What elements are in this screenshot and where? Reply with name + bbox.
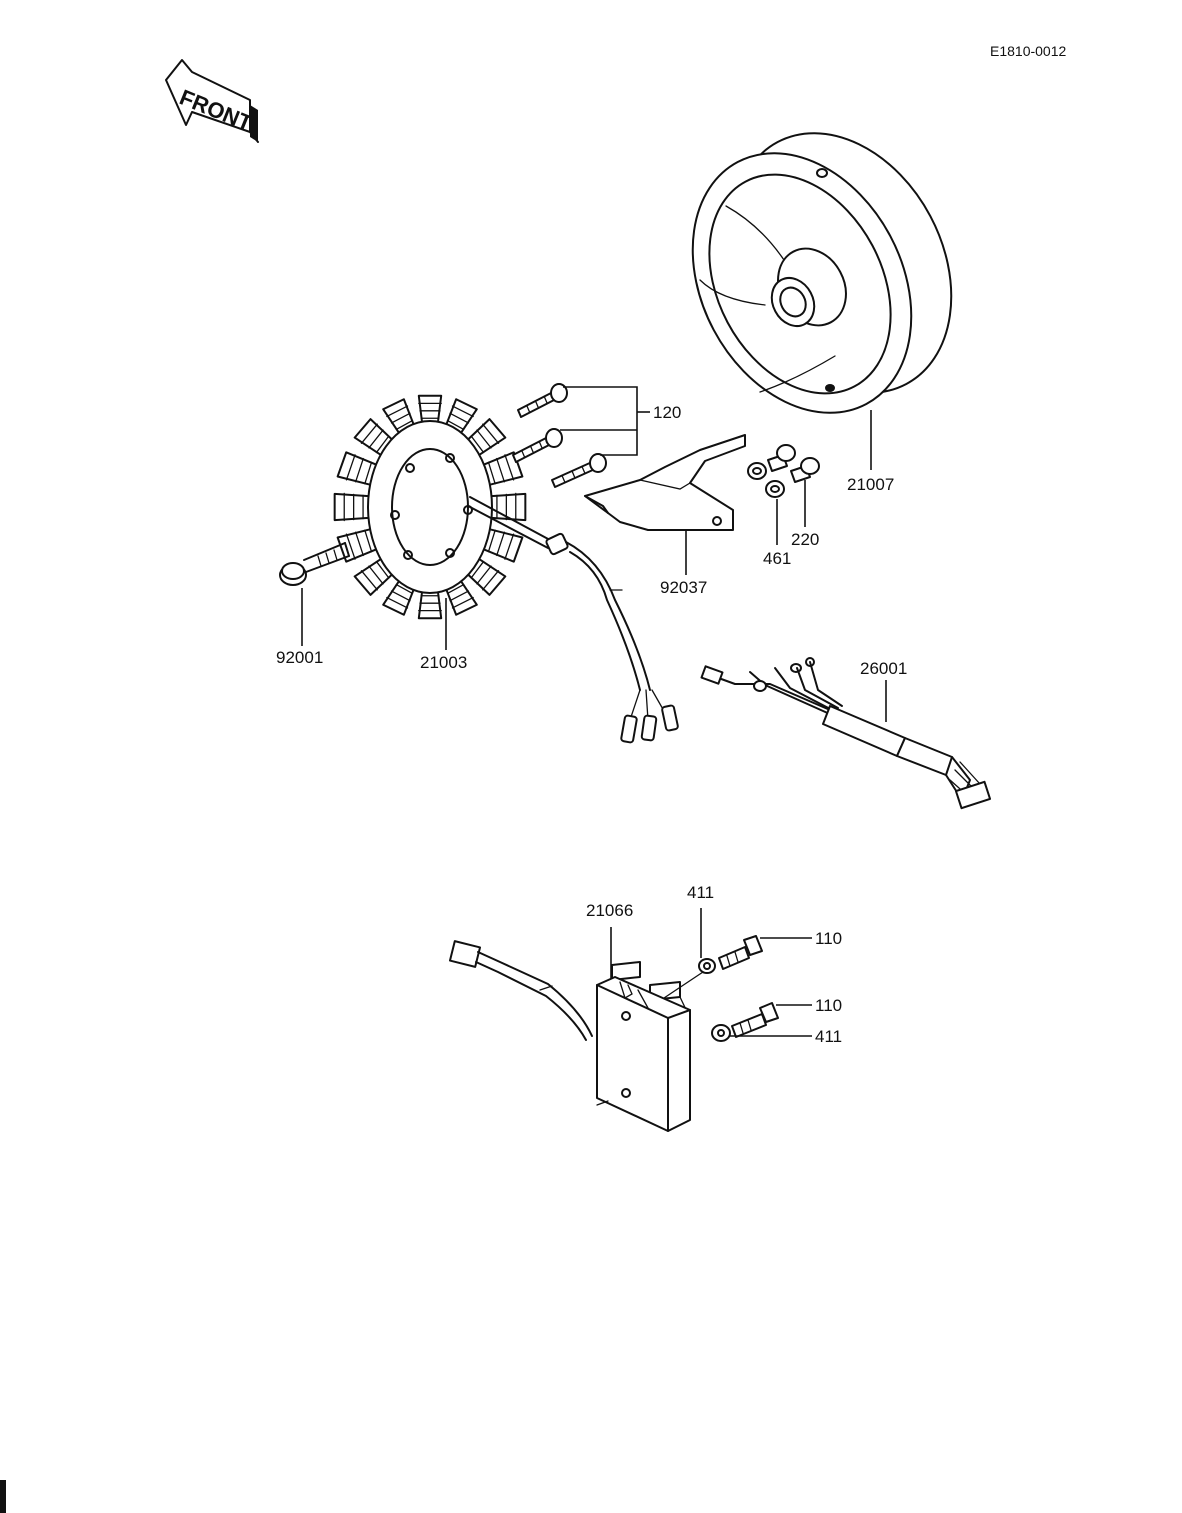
regulator-rectifier [596, 961, 691, 1132]
bolt [731, 1002, 779, 1038]
callout-washer-top: 411 [687, 883, 714, 902]
callout-stator-bolts: 120 [653, 403, 681, 422]
callout-rotor: 21007 [847, 475, 894, 494]
callout-bolt: 92001 [276, 648, 323, 667]
stator-lead-wire [469, 496, 679, 744]
callout-stator: 21003 [420, 653, 467, 672]
callout-regulator: 21066 [586, 901, 633, 920]
wire-clamp-plate [584, 434, 746, 531]
stator-mount-bolt [279, 542, 350, 586]
callout-washer: 461 [763, 549, 791, 568]
callout-bolt-top: 110 [815, 929, 842, 948]
screw [767, 444, 820, 483]
washer [698, 958, 716, 974]
washer [747, 462, 785, 498]
rotor-flywheel [691, 132, 953, 414]
callout-bolt-lower: 110 [815, 996, 842, 1015]
scan-edge-mark [0, 1480, 6, 1513]
callout-washer-lower: 411 [815, 1027, 842, 1046]
callout-screw: 220 [791, 530, 819, 549]
stator-coil [333, 394, 527, 620]
front-arrow-icon: FRONT [165, 59, 259, 143]
bolt [718, 935, 763, 970]
stator-bolt [512, 383, 607, 488]
callout-plate: 92037 [660, 578, 707, 597]
document-code: E1810-0012 [990, 43, 1067, 59]
wiring-harness [700, 657, 992, 810]
regulator-lead-wire [448, 940, 593, 1041]
callout-harness: 26001 [860, 659, 907, 678]
washer [711, 1024, 731, 1042]
